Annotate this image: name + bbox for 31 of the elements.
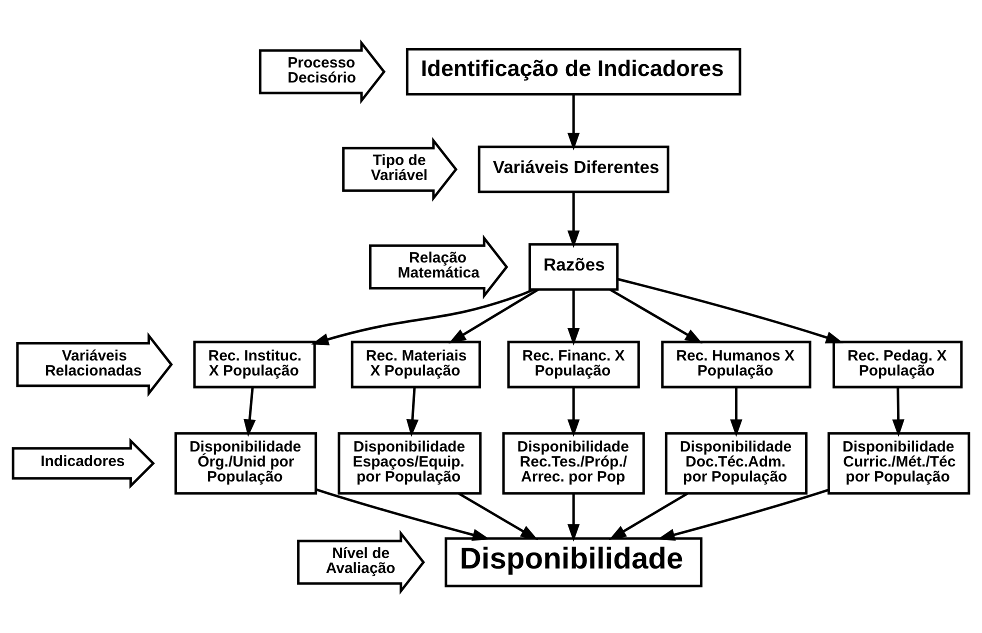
arrow xyxy=(609,288,703,344)
arrow xyxy=(458,492,538,540)
arrow xyxy=(730,386,742,436)
arrow xyxy=(567,94,580,150)
node-box: Disponibilidade Órg./Unid por População xyxy=(174,432,318,494)
arrow xyxy=(311,288,534,345)
node-box: Razões xyxy=(528,242,619,290)
arrow xyxy=(567,493,580,542)
node-box: Rec. Instituc. X População xyxy=(193,340,316,388)
node-box: Variáveis Diferentes xyxy=(478,145,670,193)
arrow xyxy=(657,488,829,540)
node-box: Disponibilidade Curric./Mét./Téc por População xyxy=(828,432,970,494)
arrow xyxy=(567,192,580,248)
arrow xyxy=(567,386,580,436)
node-box: Disponibilidade Doc.Téc.Adm. por População xyxy=(664,432,808,494)
arrow xyxy=(244,386,256,436)
node-box: Rec. Materiais X População xyxy=(350,340,481,388)
arrow xyxy=(316,488,490,540)
arrow xyxy=(448,288,539,344)
arrow xyxy=(608,492,688,540)
node-box: Identificação de Indicadores xyxy=(406,48,742,96)
arrow xyxy=(567,289,580,346)
node-box: Rec. Humanos X População xyxy=(661,340,812,388)
node-box: Disponibilidade xyxy=(444,536,702,587)
node-box: Rec. Pedag. X População xyxy=(832,340,963,388)
node-box: Disponibilidade Espaços/Equip. por População xyxy=(338,432,482,494)
node-box: Rec. Financ. X População xyxy=(507,340,640,388)
node-box: Disponibilidade Rec.Tes./Próp./ Arrec. por Pop xyxy=(502,432,645,494)
arrow xyxy=(892,386,904,436)
arrow xyxy=(406,386,419,436)
arrow xyxy=(617,277,844,343)
